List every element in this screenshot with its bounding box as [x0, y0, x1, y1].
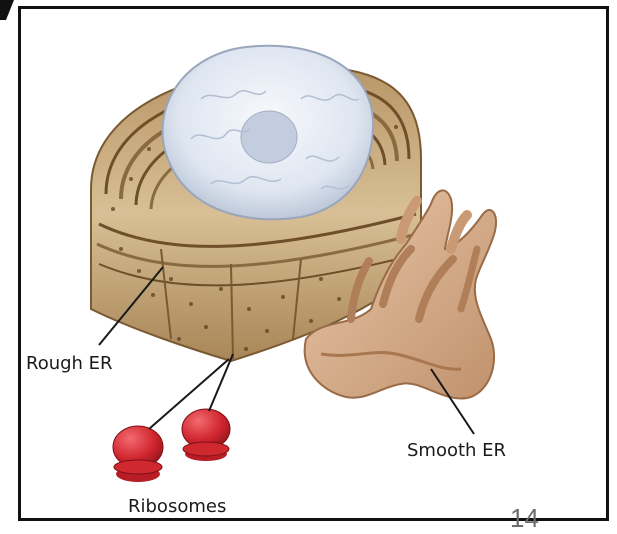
- nucleus: [163, 46, 374, 220]
- slide-edge-mark: [0, 0, 14, 22]
- ribosomes-label: Ribosomes: [128, 496, 226, 517]
- diagram-frame: Rough ER Smooth ER Ribosomes: [18, 6, 609, 521]
- endoplasmic-reticulum-illustration: [21, 9, 606, 518]
- smooth-er-label: Smooth ER: [407, 440, 506, 461]
- page-number: 14: [510, 503, 539, 534]
- ribosome-left: [113, 426, 163, 482]
- rough-er-label: Rough ER: [26, 353, 113, 374]
- ribosome-leader-line-right: [209, 354, 233, 411]
- ribosome-right: [182, 409, 230, 461]
